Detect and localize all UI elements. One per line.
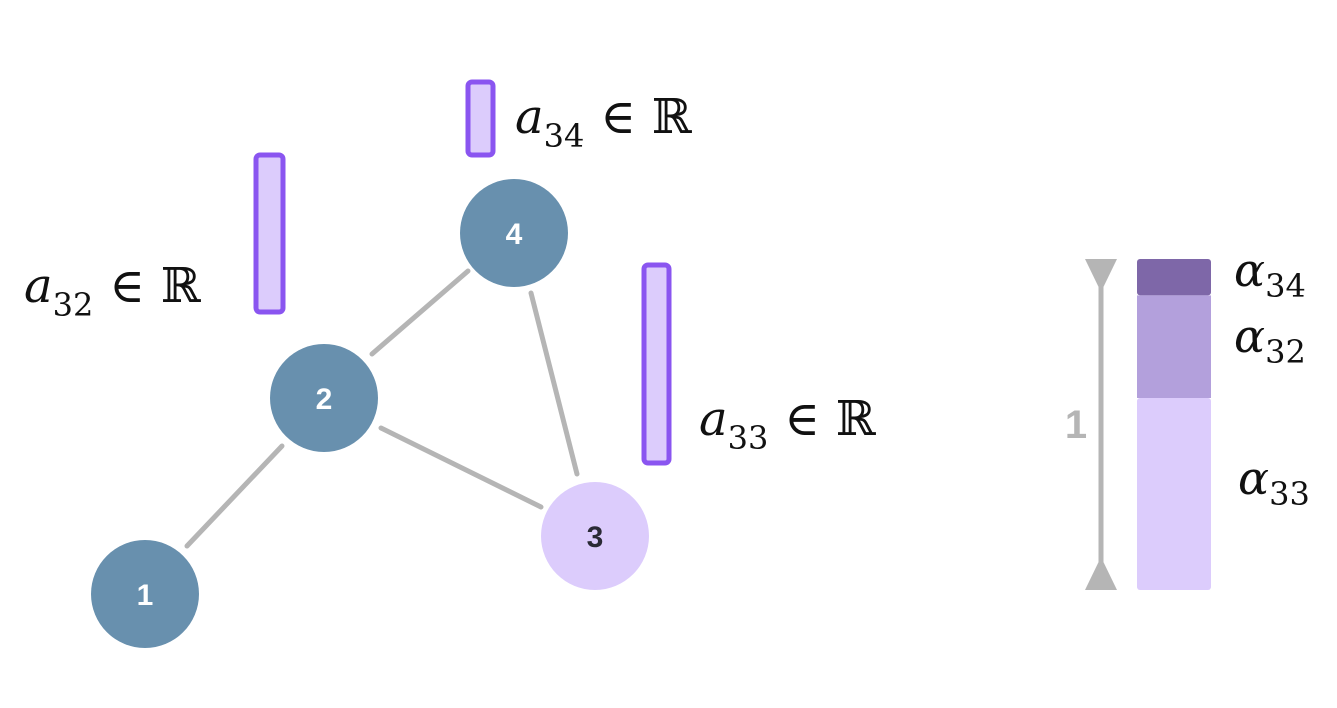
normalized-attention-stack <box>1137 259 1211 590</box>
node-4-label: 4 <box>506 218 523 251</box>
graph-node-2: 2 <box>270 344 378 452</box>
alpha-label-32: α32 <box>1234 309 1306 371</box>
edge-1-2 <box>184 443 285 549</box>
node-3-label: 3 <box>587 521 604 554</box>
node-2-label: 2 <box>316 383 333 416</box>
node-4-circle <box>460 179 568 287</box>
score-bar-a34 <box>465 79 496 158</box>
scale-label: 1 <box>1065 403 1087 447</box>
sum-to-one-scale: 1 <box>1065 259 1117 590</box>
node-2-circle <box>270 344 378 452</box>
segment-alpha33 <box>1137 398 1211 590</box>
edge-2-3 <box>378 425 544 510</box>
alpha-label-33: α33 <box>1238 451 1310 513</box>
scale-bottom-arrowhead <box>1085 557 1117 590</box>
graph-node-3: 3 <box>541 482 649 590</box>
score-bar-a33 <box>641 262 672 466</box>
score-bar-a32 <box>253 152 286 315</box>
segment-alpha34 <box>1137 259 1211 296</box>
edge-4-3 <box>528 290 580 477</box>
scale-top-arrowhead <box>1085 259 1117 292</box>
alpha-label-34: α34 <box>1234 243 1306 305</box>
edge-2-4 <box>369 268 471 357</box>
node-3-circle <box>541 482 649 590</box>
score-label-a34: a34∈ℝ <box>515 89 692 155</box>
score-label-a33: a33∈ℝ <box>699 391 876 457</box>
score-label-a32: a32∈ℝ <box>24 258 201 324</box>
node-1-label: 1 <box>137 579 154 612</box>
segment-alpha32 <box>1137 295 1211 398</box>
node-1-circle <box>91 540 199 648</box>
graph-node-1: 1 <box>91 540 199 648</box>
graph-edges <box>184 268 580 549</box>
graph-node-4: 4 <box>460 179 568 287</box>
